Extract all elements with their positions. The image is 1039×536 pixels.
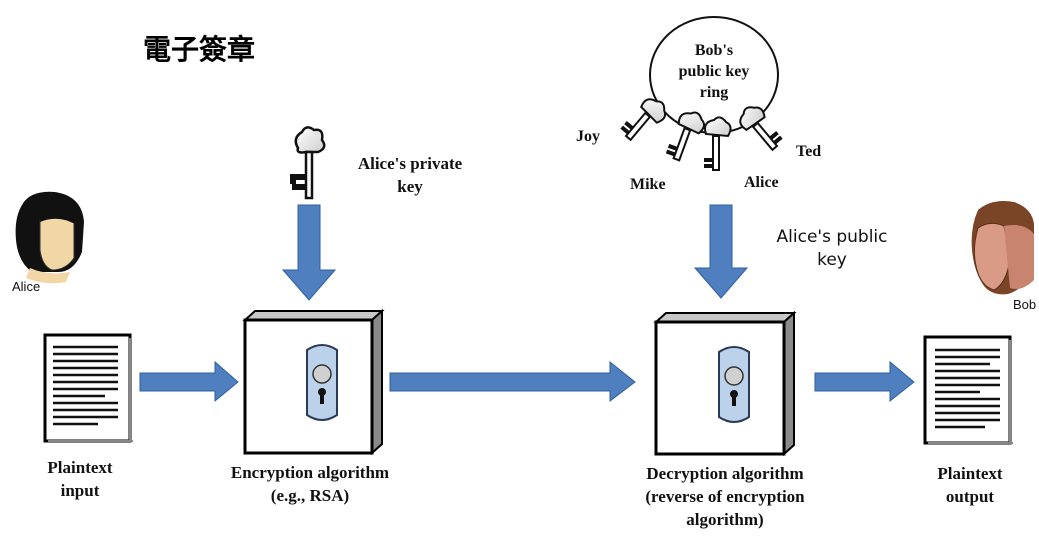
alice-person-label: Alice bbox=[12, 279, 41, 294]
ring-key-mike-label: Mike bbox=[630, 176, 666, 193]
private-key-label: Alice's private key bbox=[357, 154, 463, 196]
encryption-label: Encryption algorithm (e.g., RSA) bbox=[230, 463, 390, 505]
ring-key-mike-icon bbox=[665, 111, 706, 162]
decryption-label: Decryption algorithm (reverse of encrypt… bbox=[645, 464, 805, 529]
plaintext-output-label: Plaintext output bbox=[937, 464, 1003, 506]
ring-key-ted-icon bbox=[739, 106, 783, 152]
ring-key-joy-icon bbox=[620, 98, 667, 142]
ring-key-ted-label: Ted bbox=[796, 143, 822, 160]
arrow-decryption-to-output bbox=[814, 360, 915, 403]
page-title: 電子簽章 bbox=[143, 33, 256, 66]
keyring-label: Bob's public key ring bbox=[678, 42, 750, 101]
arrow-private-key-down bbox=[281, 204, 337, 301]
plaintext-input-document bbox=[43, 333, 133, 443]
ring-key-joy-label: Joy bbox=[576, 128, 600, 145]
plaintext-input-label: Plaintext input bbox=[47, 458, 113, 500]
ring-key-alice-icon bbox=[704, 116, 732, 171]
ring-key-alice-label: Alice bbox=[744, 174, 779, 191]
bob-person-label: Bob bbox=[1013, 297, 1037, 312]
arrow-encryption-to-decryption bbox=[389, 360, 636, 403]
plaintext-output-document bbox=[923, 335, 1013, 445]
arrow-input-to-encryption bbox=[139, 360, 239, 403]
decryption-lock-icon bbox=[718, 346, 750, 423]
public-key-label: Alice's public key bbox=[776, 227, 888, 270]
private-key-icon bbox=[290, 126, 326, 200]
encryption-lock-icon bbox=[306, 344, 338, 421]
bob-avatar bbox=[971, 201, 1034, 295]
alice-avatar bbox=[15, 191, 85, 284]
arrow-public-key-down bbox=[693, 204, 749, 299]
